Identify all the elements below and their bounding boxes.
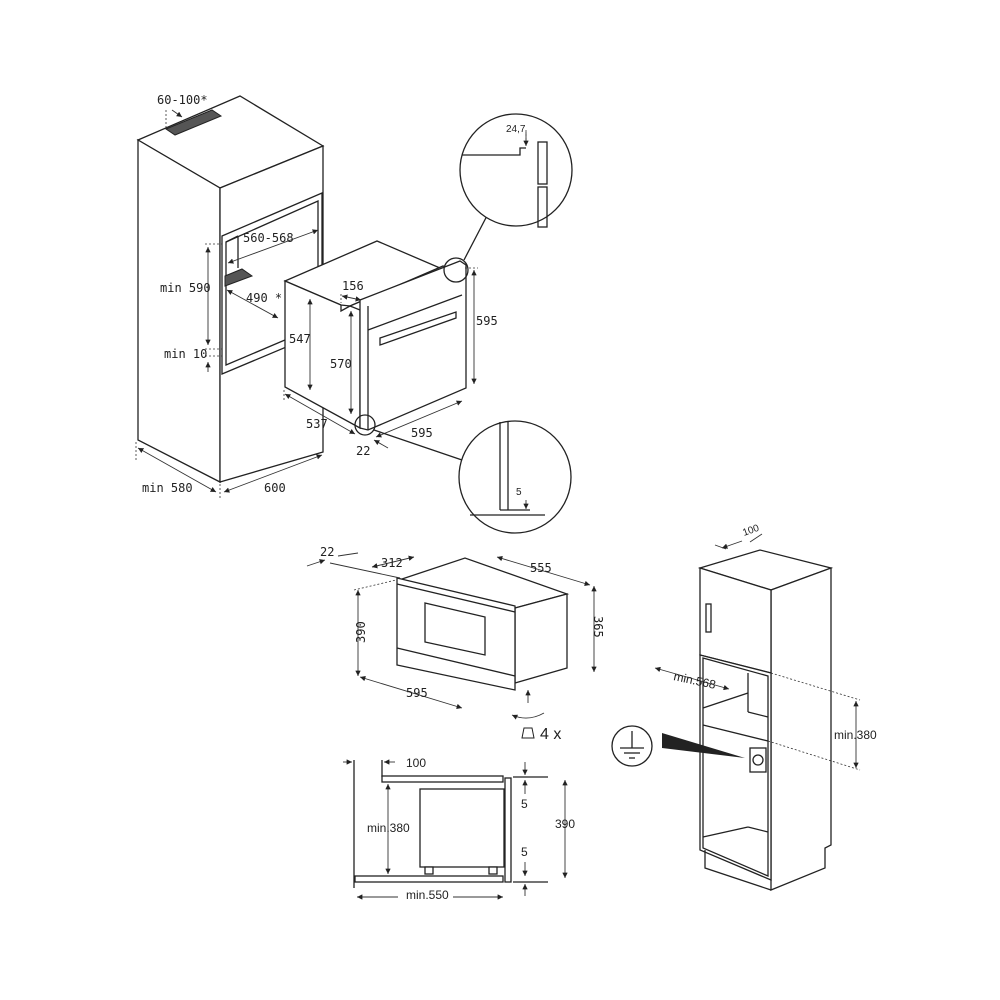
compact-width-label: 595 bbox=[406, 686, 428, 700]
niche-height-label: min 590 bbox=[160, 281, 211, 295]
detail-bottom: 5 bbox=[458, 420, 572, 534]
detail-bottom-label: 5 bbox=[516, 487, 522, 498]
vent-opening bbox=[164, 109, 223, 136]
section-top-offset-label: 100 bbox=[406, 756, 426, 770]
front-width-label: 595 bbox=[411, 426, 433, 440]
compact-depth-front-label: 312 bbox=[381, 556, 403, 570]
front-depth-label: 156 bbox=[342, 279, 364, 293]
cabinet-width-label: 600 bbox=[264, 481, 286, 495]
niche-width-label: 560-568 bbox=[243, 231, 294, 245]
section-total-height-label: 390 bbox=[555, 817, 575, 831]
compact-depth-total-label: 555 bbox=[530, 561, 552, 575]
detail-marker-bottom bbox=[354, 414, 376, 436]
bottom-gap-label: min 10 bbox=[164, 347, 207, 361]
section-gap-top-label: 5 bbox=[521, 797, 528, 811]
vent-gap-label: 60-100* bbox=[157, 93, 208, 107]
detail-marker-top bbox=[443, 257, 469, 283]
ground-symbol-icon bbox=[611, 725, 653, 767]
compact-door-thickness-label: 22 bbox=[320, 545, 334, 559]
section-min-height-label: min.380 bbox=[367, 821, 410, 835]
compact-front-height-label: 390 bbox=[354, 621, 368, 643]
door-thickness-label: 22 bbox=[356, 444, 370, 458]
door-handle-icon bbox=[705, 603, 712, 633]
compact-body-height-label: 365 bbox=[591, 616, 605, 638]
section-min-depth-label: min.550 bbox=[406, 888, 449, 902]
column-cabinet: 100 min.568 min.380 bbox=[611, 523, 877, 891]
adjustable-foot-icon bbox=[521, 727, 535, 739]
total-height-label: 595 bbox=[476, 314, 498, 328]
front-inner-height-label: 570 bbox=[330, 357, 352, 371]
socket-icon bbox=[749, 747, 767, 773]
section-view: 100 min.380 5 5 390 min.550 bbox=[343, 756, 575, 902]
feet-count-label: 4 x bbox=[540, 726, 561, 743]
built-in-oven: 595 547 570 156 537 595 22 bbox=[283, 209, 498, 461]
side-height-label: 547 bbox=[289, 332, 311, 346]
cabinet-depth-label: min 580 bbox=[142, 481, 193, 495]
column-min-height-label: min.380 bbox=[834, 728, 877, 742]
niche-depth-label: 490 * bbox=[246, 291, 282, 305]
detail-top: 24,7 bbox=[459, 113, 573, 228]
body-depth-label: 537 bbox=[306, 417, 328, 431]
compact-oven: 22 312 555 390 365 595 4 x bbox=[306, 545, 605, 743]
section-gap-bottom-label: 5 bbox=[521, 845, 528, 859]
niche-vent bbox=[224, 268, 254, 287]
detail-top-label: 24,7 bbox=[506, 124, 526, 135]
